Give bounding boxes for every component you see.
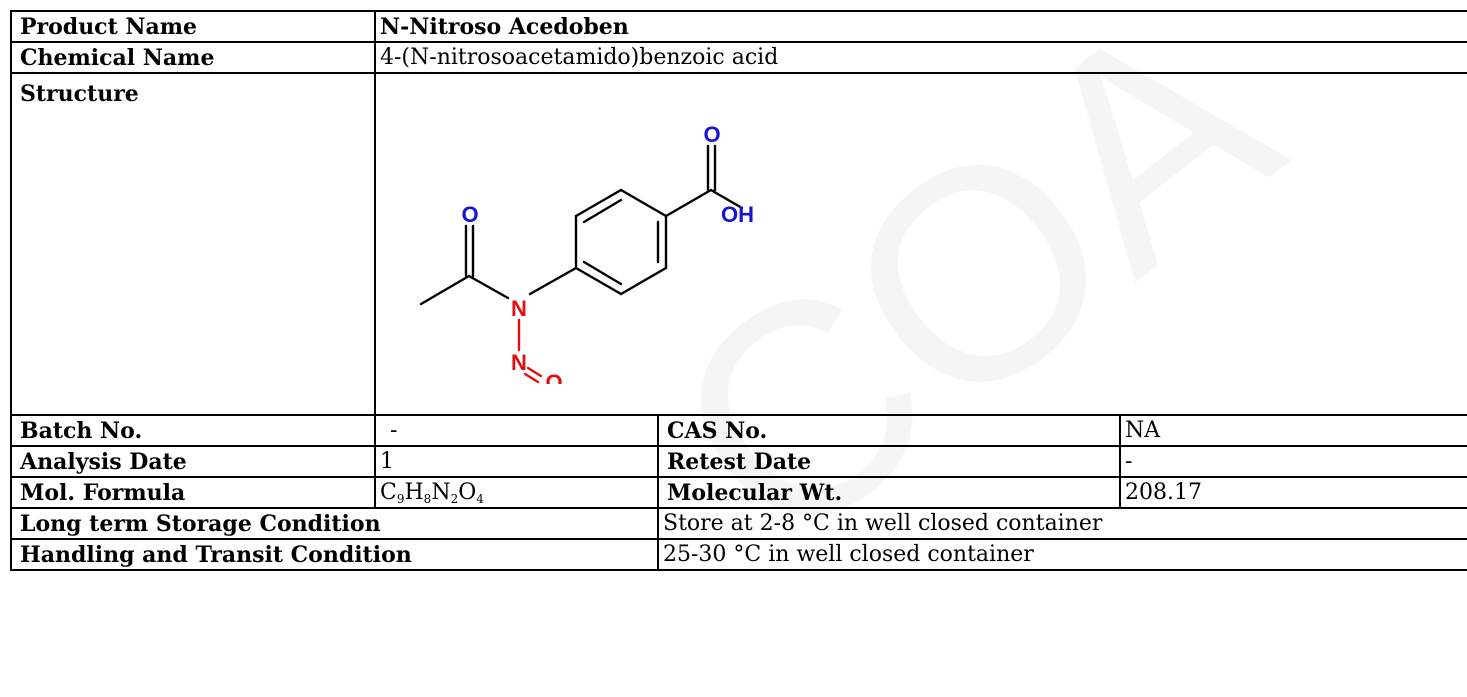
row-transit: Handling and Transit Condition 25-30 °C … xyxy=(10,538,1467,571)
structure-label: Structure xyxy=(10,72,376,416)
atom-n-nitroso: N xyxy=(511,350,527,375)
chemical-name-value: 4-(N-nitrosoacetamido)benzoic acid xyxy=(374,41,1467,74)
atom-o-acetyl: O xyxy=(461,202,478,227)
product-name-value: N-Nitroso Acedoben xyxy=(374,10,1467,43)
row-product-name: Product Name N-Nitroso Acedoben xyxy=(10,10,1467,43)
analysis-date-label: Analysis Date xyxy=(10,445,376,478)
atom-o-nitroso: O xyxy=(545,370,562,384)
chemical-structure-image: O OH O N N O xyxy=(419,124,754,384)
retest-date-label: Retest Date xyxy=(657,445,1121,478)
ring-inner-3 xyxy=(582,260,623,286)
retest-date-value: - xyxy=(1119,445,1467,478)
mol-wt-value: 208.17 xyxy=(1119,476,1467,509)
cas-no-label: CAS No. xyxy=(657,414,1121,447)
storage-label: Long term Storage Condition xyxy=(10,507,659,540)
row-analysis-date: Analysis Date 1 Retest Date - xyxy=(10,445,1467,478)
mol-wt-label: Molecular Wt. xyxy=(657,476,1121,509)
row-storage: Long term Storage Condition Store at 2-8… xyxy=(10,507,1467,540)
bond-n-o-2 xyxy=(523,372,540,384)
atom-oh: OH xyxy=(721,202,754,227)
mol-formula-value: C9H8N2O4 xyxy=(374,476,659,509)
transit-value: 25-30 °C in well closed container xyxy=(657,538,1467,571)
atom-o-top: O xyxy=(703,124,720,147)
coa-table: Product Name N-Nitroso Acedoben Chemical… xyxy=(10,10,1467,571)
analysis-date-value: 1 xyxy=(374,445,659,478)
storage-value: Store at 2-8 °C in well closed container xyxy=(657,507,1467,540)
bond-ring-cooh xyxy=(664,188,713,218)
row-chemical-name: Chemical Name 4-(N-nitrosoacetamido)benz… xyxy=(10,41,1467,74)
transit-label: Handling and Transit Condition xyxy=(10,538,659,571)
bond-n-ring xyxy=(528,266,578,296)
ring-bond-5 xyxy=(619,266,668,296)
row-structure: Structure xyxy=(10,72,1467,416)
atom-n-amide: N xyxy=(511,296,527,321)
bond-c-n xyxy=(467,274,510,300)
row-batch: Batch No. - CAS No. NA xyxy=(10,414,1467,447)
row-mol-formula: Mol. Formula C9H8N2O4 Molecular Wt. 208.… xyxy=(10,476,1467,509)
chemical-name-label: Chemical Name xyxy=(10,41,376,74)
ring-inner-1 xyxy=(582,198,623,224)
mol-formula-label: Mol. Formula xyxy=(10,476,376,509)
ring-bond-3 xyxy=(619,188,668,218)
ring-bond-6 xyxy=(574,266,623,296)
product-name-label: Product Name xyxy=(10,10,376,43)
structure-cell: O OH O N N O xyxy=(374,72,1467,416)
cas-no-value: NA xyxy=(1119,414,1467,447)
batch-no-label: Batch No. xyxy=(10,414,376,447)
batch-no-value: - xyxy=(374,414,659,447)
ring-bond-2 xyxy=(574,188,623,218)
bond-c-oh xyxy=(709,188,744,210)
bond-n-o-1 xyxy=(526,366,543,378)
bond-ch3-c xyxy=(419,274,471,306)
